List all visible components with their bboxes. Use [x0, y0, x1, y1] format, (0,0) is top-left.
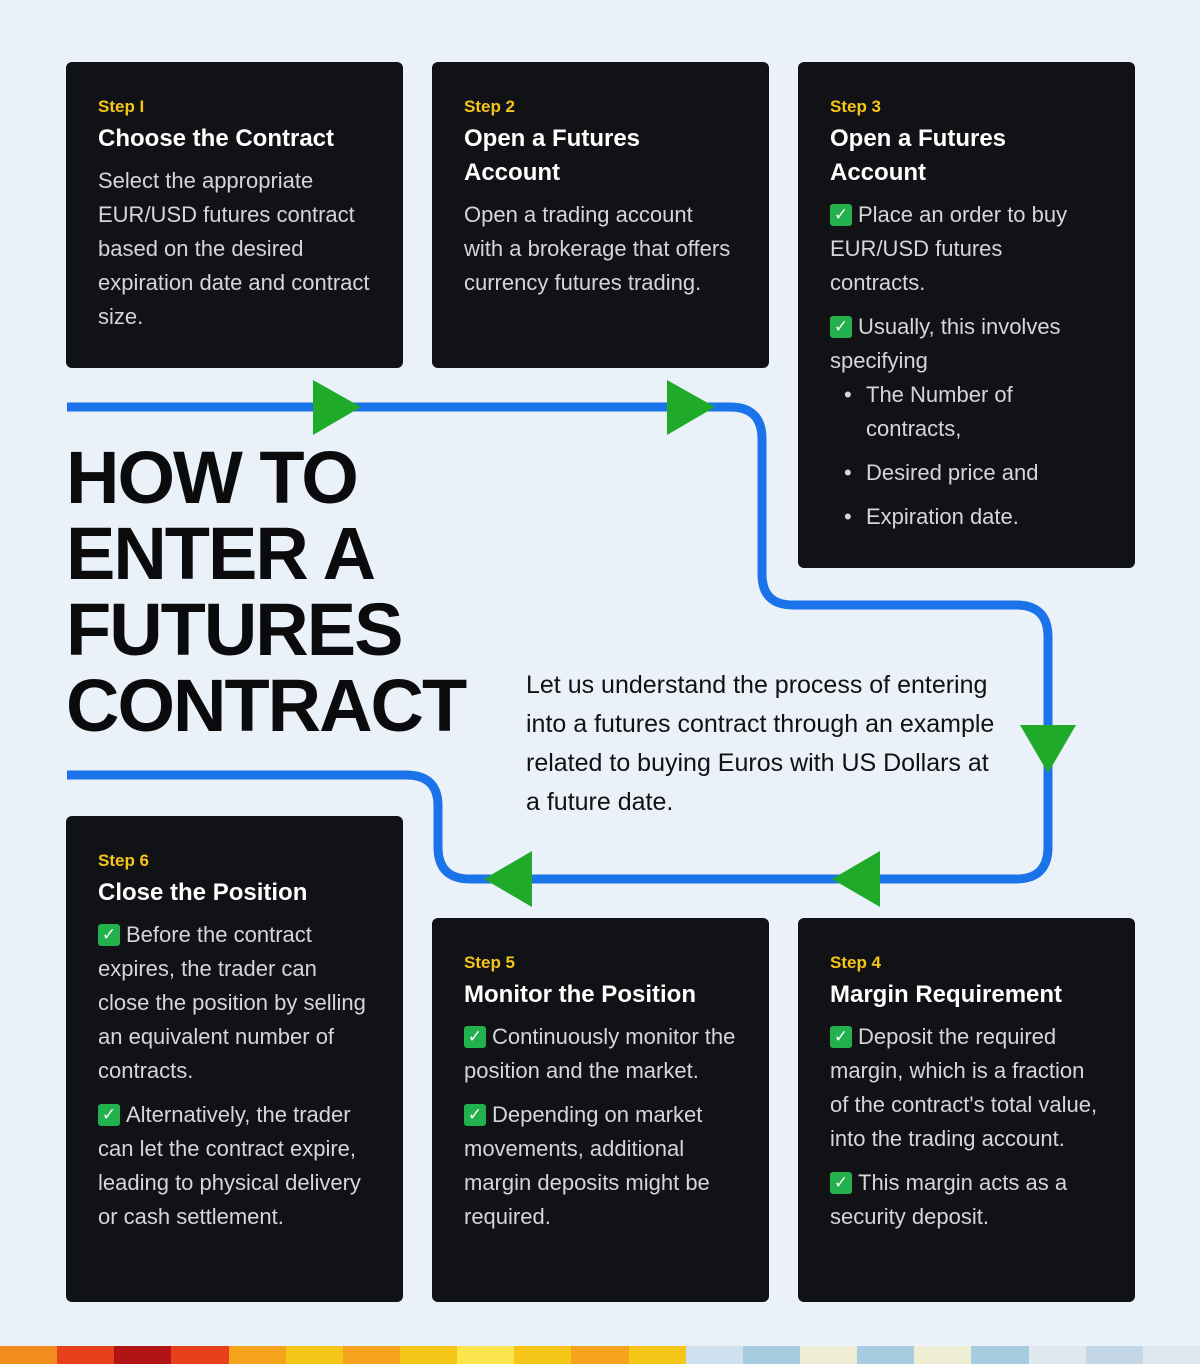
step-6-card: Step 6 Close the Position ✓Before the co… — [66, 816, 403, 1302]
step-text: Select the appropriate EUR/USD futures c… — [98, 168, 370, 329]
color-bar-segment — [457, 1346, 515, 1364]
arrow-left-2 — [484, 851, 532, 907]
check-item: ✓Continuously monitor the position and t… — [464, 1020, 737, 1088]
step-title: Choose the Contract — [98, 125, 335, 152]
step-3-card: Step 3 Open a Futures Account ✓Place an … — [798, 62, 1135, 568]
color-bar-segment — [1085, 1346, 1143, 1364]
main-title-line: HOW TO — [66, 436, 359, 519]
color-bar-segment — [342, 1346, 400, 1364]
decorative-color-bar — [0, 1346, 1200, 1364]
intro-text: Let us understand the process of enterin… — [526, 671, 995, 816]
step-label: Step 6 — [98, 851, 150, 870]
color-bar-segment — [57, 1346, 115, 1364]
check-item: ✓Depending on market movements, addition… — [464, 1098, 737, 1234]
main-title-line: CONTRACT — [66, 664, 467, 747]
step-5-card: Step 5 Monitor the Position ✓Continuousl… — [432, 918, 769, 1302]
arrow-left-1 — [832, 851, 880, 907]
main-title-line: FUTURES — [66, 588, 403, 671]
check-icon: ✓ — [464, 1104, 486, 1126]
check-item: ✓Place an order to buy EUR/USD futures c… — [830, 198, 1103, 300]
step-label: Step 5 — [464, 953, 516, 972]
check-icon: ✓ — [98, 1104, 120, 1126]
step-label: Step 3 — [830, 97, 882, 116]
bullet-text: The Number of contracts, — [866, 382, 1013, 441]
step-2-card: Step 2 Open a Futures Account Open a tra… — [432, 62, 769, 368]
color-bar-segment — [514, 1346, 572, 1364]
check-text: Usually, this involves specifying — [830, 314, 1061, 373]
main-title-line: ENTER A — [66, 512, 376, 595]
check-icon: ✓ — [830, 316, 852, 338]
color-bar-segment — [1028, 1346, 1086, 1364]
step-title: Monitor the Position — [464, 981, 696, 1008]
color-bar-segment — [228, 1346, 286, 1364]
check-item: ✓Alternatively, the trader can let the c… — [98, 1098, 371, 1234]
color-bar-segment — [285, 1346, 343, 1364]
bullet-text: Desired price and — [866, 460, 1039, 485]
check-item: ✓Before the contract expires, the trader… — [98, 918, 371, 1088]
check-text: Before the contract expires, the trader … — [98, 922, 366, 1083]
step-text: Open a trading account with a brokerage … — [464, 202, 731, 295]
color-bar-segment — [857, 1346, 915, 1364]
check-icon: ✓ — [830, 1172, 852, 1194]
arrow-right-2 — [667, 380, 715, 435]
check-item: ✓Deposit the required margin, which is a… — [830, 1020, 1103, 1156]
color-bar-segment — [685, 1346, 743, 1364]
step-title: Close the Position — [98, 879, 308, 906]
check-item: ✓This margin acts as a security deposit. — [830, 1166, 1103, 1234]
check-text: This margin acts as a security deposit. — [830, 1170, 1068, 1229]
bullet-text: Expiration date. — [866, 504, 1019, 529]
color-bar-segment — [571, 1346, 629, 1364]
check-text: Deposit the required margin, which is a … — [830, 1024, 1098, 1151]
check-text: Depending on market movements, additiona… — [464, 1102, 710, 1229]
color-bar-segment — [0, 1346, 58, 1364]
step-title: Open a Futures Account — [830, 125, 1007, 186]
step-label: Step 4 — [830, 953, 882, 972]
color-bar-segment — [171, 1346, 229, 1364]
arrow-down — [1020, 725, 1076, 773]
step-4-card: Step 4 Margin Requirement ✓Deposit the r… — [798, 918, 1135, 1302]
color-bar-segment — [114, 1346, 172, 1364]
check-text: Alternatively, the trader can let the co… — [98, 1102, 361, 1229]
bullet-item: • The Number of contracts, — [830, 378, 1103, 446]
arrow-right-1 — [313, 380, 361, 435]
bullet-icon: • — [844, 460, 852, 485]
bullet-icon: • — [844, 504, 852, 529]
bullet-item: • Expiration date. — [830, 500, 1103, 534]
check-icon: ✓ — [830, 204, 852, 226]
step-title: Margin Requirement — [830, 981, 1063, 1008]
color-bar-segment — [742, 1346, 800, 1364]
color-bar-segment — [628, 1346, 686, 1364]
check-item: ✓Usually, this involves specifying — [830, 310, 1103, 378]
check-text: Continuously monitor the position and th… — [464, 1024, 736, 1083]
step-title: Open a Futures Account — [464, 125, 641, 186]
check-icon: ✓ — [830, 1026, 852, 1048]
color-bar-segment — [1142, 1346, 1200, 1364]
step-label: Step I — [98, 97, 145, 116]
check-text: Place an order to buy EUR/USD futures co… — [830, 202, 1068, 295]
color-bar-segment — [799, 1346, 858, 1364]
bullet-item: • Desired price and — [830, 456, 1103, 490]
main-title: HOW TO ENTER A FUTURES CONTRACT — [66, 436, 467, 747]
color-bar-segment — [914, 1346, 972, 1364]
check-icon: ✓ — [98, 924, 120, 946]
step-1-card: Step I Choose the Contract Select the ap… — [66, 62, 403, 368]
step-label: Step 2 — [464, 97, 516, 116]
color-bar-segment — [399, 1346, 458, 1364]
bullet-icon: • — [844, 382, 852, 407]
color-bar-segment — [971, 1346, 1029, 1364]
check-icon: ✓ — [464, 1026, 486, 1048]
